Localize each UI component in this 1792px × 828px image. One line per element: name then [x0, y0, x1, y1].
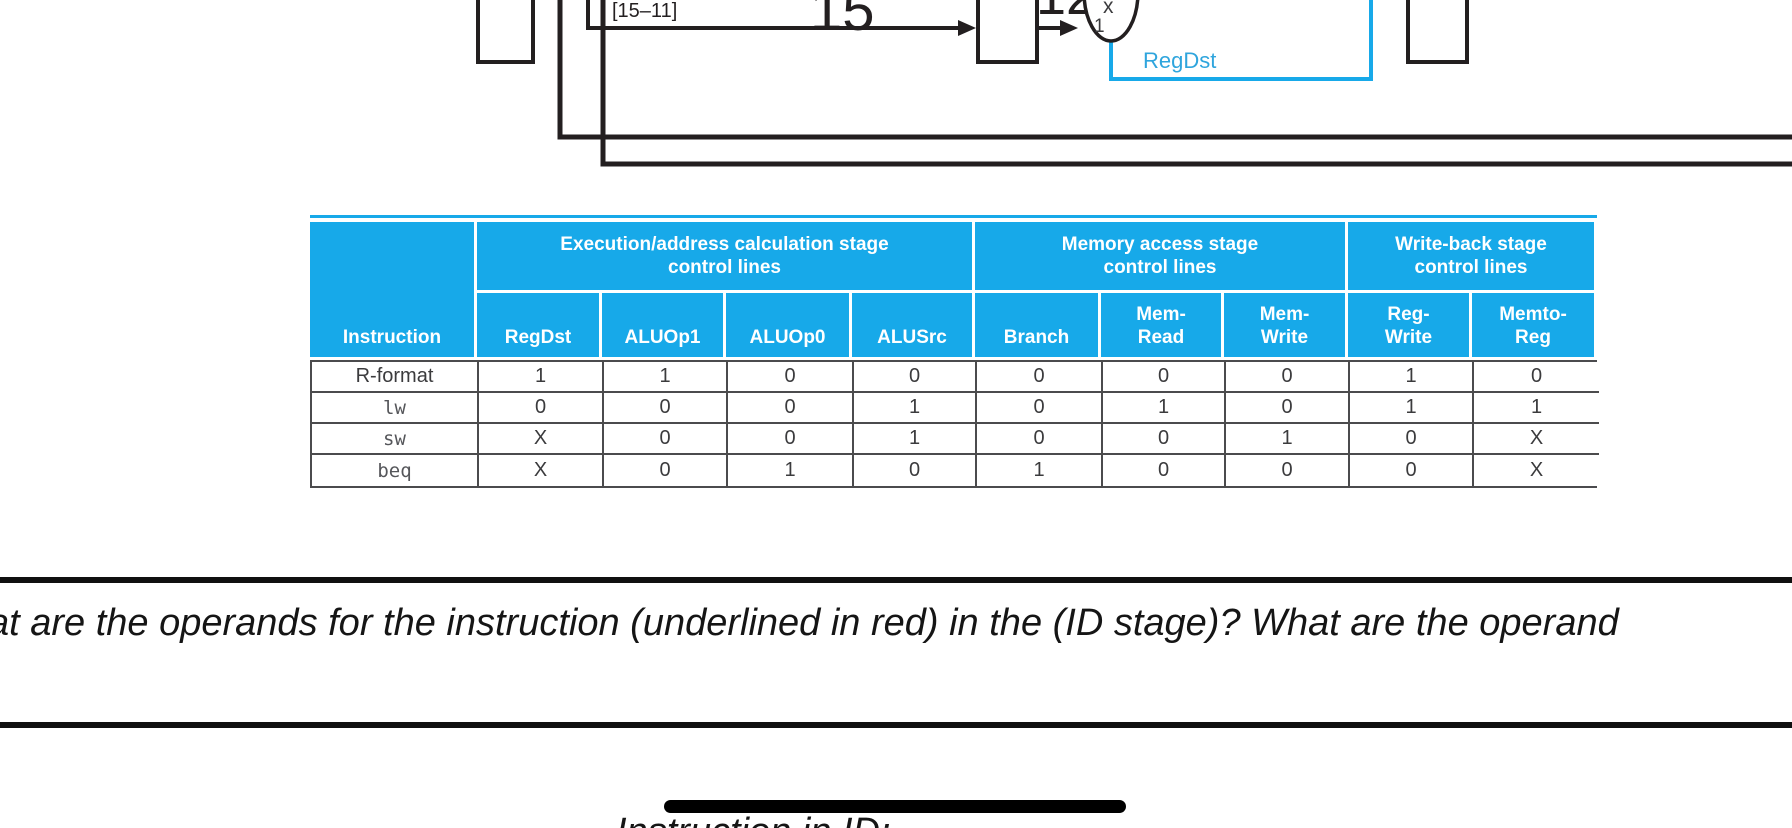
column-header-aluop0: ALUOp0 [726, 293, 849, 357]
table-cell: 1 [728, 455, 854, 486]
table-row-instruction: sw [312, 424, 479, 455]
table-cell: 1 [854, 393, 977, 424]
arrowhead-icon [958, 20, 976, 36]
table-cell: 1 [977, 455, 1103, 486]
annotation-value-15: 15 [810, 0, 875, 43]
pipeline-register-box-mid [976, 0, 1039, 64]
mux-input-bottom-label: 1 [1094, 16, 1105, 37]
mux-input-top-label: x [1103, 0, 1114, 18]
table-cell: X [479, 455, 604, 486]
column-header-regdst: RegDst [477, 293, 599, 357]
column-header-instruction: Instruction [310, 222, 474, 357]
wire-long-upper [557, 0, 1792, 140]
regdst-label: RegDst [1143, 48, 1216, 73]
column-header-alusrc: ALUSrc [852, 293, 972, 357]
regdst-signal-wire [1109, 0, 1373, 81]
table-cell: 0 [854, 455, 977, 486]
table-cell: 1 [1103, 393, 1226, 424]
table-cell: 0 [1226, 455, 1350, 486]
control-signals-table: Instruction Execution/address calculatio… [310, 215, 1599, 488]
table-cell: X [1474, 455, 1599, 486]
table-cell: 1 [479, 362, 604, 393]
table-cell: 0 [604, 455, 728, 486]
pipeline-register-box-right [1406, 0, 1469, 64]
group-header-execution: Execution/address calculation stage cont… [477, 222, 972, 290]
wire-long-lower [600, 0, 1792, 167]
group-header-writeback: Write-back stage control lines [1348, 222, 1594, 290]
column-header-regwrite: Reg- Write [1348, 293, 1469, 357]
table-row-instruction: beq [312, 455, 479, 486]
horizontal-separator [0, 722, 1792, 728]
table-cell: X [1474, 424, 1599, 455]
table-cell: 0 [1226, 362, 1350, 393]
table-cell: 0 [1350, 455, 1474, 486]
table-cell: 0 [977, 424, 1103, 455]
table-cell: 0 [604, 424, 728, 455]
table-cell: 0 [728, 424, 854, 455]
answer-section-label: Instruction in ID: [616, 810, 891, 828]
column-header-memread: Mem- Read [1101, 293, 1221, 357]
column-header-memtoreg: Memto- Reg [1472, 293, 1594, 357]
table-cell: 0 [1226, 393, 1350, 424]
table-cell: 1 [1350, 393, 1474, 424]
table-cell: 1 [1350, 362, 1474, 393]
wire-field-15-11 [586, 0, 960, 30]
column-header-aluop1: ALUOp1 [602, 293, 723, 357]
answer-underline-bar [664, 800, 1126, 813]
table-cell: 0 [1350, 424, 1474, 455]
datapath-diagram-fragment: 15 12 [15–11] x 1 RegDst [476, 0, 1792, 167]
table-cell: 1 [604, 362, 728, 393]
table-cell: 0 [728, 393, 854, 424]
table-cell: 0 [977, 393, 1103, 424]
table-cell: 1 [854, 424, 977, 455]
table-row-instruction: lw [312, 393, 479, 424]
table-row-instruction: R-format [312, 362, 479, 393]
pipeline-register-box-left [476, 0, 535, 64]
table-top-rule [310, 215, 1597, 218]
table-cell: 0 [479, 393, 604, 424]
mux-icon [1082, 0, 1140, 43]
column-header-memwrite: Mem- Write [1224, 293, 1345, 357]
table-body: R-format 1 1 0 0 0 0 0 1 0 lw 0 0 0 1 0 … [310, 360, 1599, 488]
table-cell: 0 [1474, 362, 1599, 393]
table-cell: 0 [604, 393, 728, 424]
question-text: at are the operands for the instruction … [0, 602, 1619, 644]
table-cell: 0 [1103, 362, 1226, 393]
table-cell: X [479, 424, 604, 455]
arrowhead-icon [1060, 20, 1078, 36]
table-cell: 0 [1103, 424, 1226, 455]
field-label-15-11: [15–11] [612, 0, 677, 22]
table-cell: 0 [1103, 455, 1226, 486]
table-cell: 0 [854, 362, 977, 393]
table-cell: 1 [1474, 393, 1599, 424]
table-cell: 1 [1226, 424, 1350, 455]
table-cell: 0 [977, 362, 1103, 393]
horizontal-separator [0, 577, 1792, 583]
table-cell: 0 [728, 362, 854, 393]
column-header-branch: Branch [975, 293, 1098, 357]
table-header: Instruction Execution/address calculatio… [310, 222, 1597, 357]
group-header-memory: Memory access stage control lines [975, 222, 1345, 290]
